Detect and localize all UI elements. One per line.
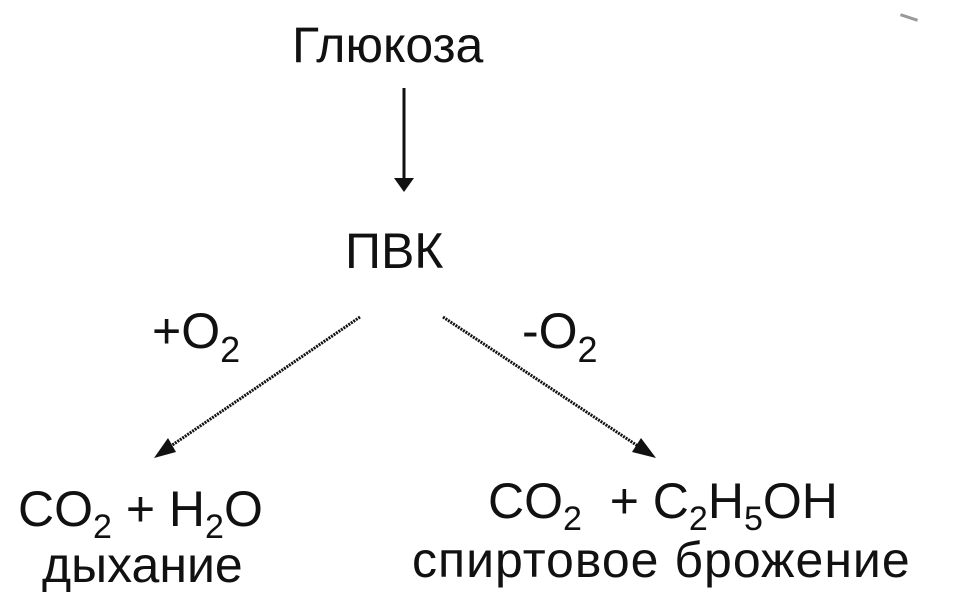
anaerobic-condition: -O2 bbox=[522, 303, 598, 370]
fermentation-label: спиртовое брожение bbox=[412, 532, 911, 588]
glucose-label: Глюкоза bbox=[292, 17, 484, 73]
pvk-label: ПВК bbox=[345, 223, 444, 279]
fermentation-products: CO2 + C2H5OH bbox=[488, 473, 838, 538]
arrow-head-pvk bbox=[394, 178, 414, 192]
aerobic-condition: +O2 bbox=[152, 303, 241, 370]
arrow-pvk-to-fermentation bbox=[442, 315, 645, 452]
arrow-head-fermentation bbox=[632, 438, 656, 458]
arrow-head-respiration bbox=[154, 438, 176, 458]
arrow-pvk-to-respiration bbox=[164, 315, 361, 452]
respiration-products: CO2 + H2O bbox=[18, 481, 263, 546]
respiration-label: дыхание bbox=[42, 537, 243, 593]
